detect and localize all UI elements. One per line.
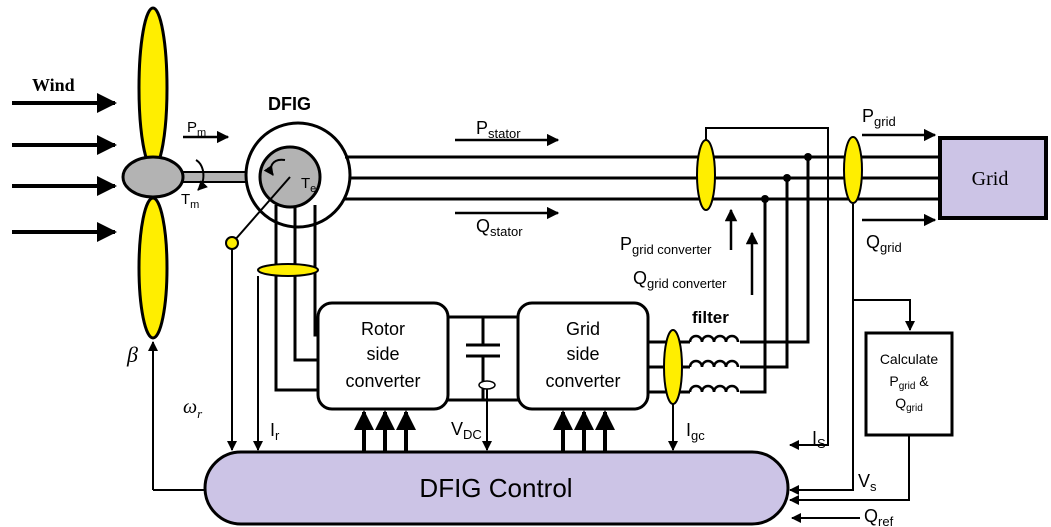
wind-label: Wind <box>32 75 75 95</box>
ir-label: Ir <box>270 420 280 443</box>
rotor-side-converter <box>316 301 450 411</box>
igc-label: Igc <box>686 420 705 443</box>
grid-side-connection <box>740 157 810 394</box>
beta-label: β <box>126 342 138 367</box>
tm-label: Tm <box>181 191 199 211</box>
p-stator-label: Pstator <box>476 118 521 141</box>
qref-label: Qref <box>864 506 894 527</box>
filter-inductors <box>688 334 740 393</box>
stator-lines <box>345 155 940 201</box>
turbine-hub <box>121 155 185 199</box>
turbine-blades <box>137 6 169 340</box>
upper-blade <box>137 6 169 170</box>
is-label: IS <box>812 428 826 451</box>
control-signal-arrows <box>354 410 615 452</box>
dfig-control-label: DFIG Control <box>419 473 572 503</box>
rotor-converter-line2: side <box>366 344 399 364</box>
wind-arrows <box>12 93 117 242</box>
dc-link <box>448 315 518 402</box>
grid-converter-line3: converter <box>545 371 620 391</box>
dfig-control-box <box>203 450 790 526</box>
te-label: Te <box>301 175 316 195</box>
grid-converter-line1: Grid <box>566 319 600 339</box>
grid-side-converter <box>516 301 650 411</box>
rotor-converter-line1: Rotor <box>361 319 405 339</box>
omega-label: ωr <box>183 396 203 421</box>
q-grid-converter-label: Qgrid converter <box>633 268 727 291</box>
vdc-label: VDC <box>451 419 482 442</box>
pm-label: Pm <box>187 119 206 139</box>
grid-box <box>938 136 1048 220</box>
q-stator-label: Qstator <box>476 216 523 239</box>
grid-label: Grid <box>972 168 1009 190</box>
vs-label: Vs <box>858 471 877 494</box>
speed-sensor <box>225 236 239 250</box>
rotor-converter-line3: converter <box>345 371 420 391</box>
grid-converter-line2: side <box>566 344 599 364</box>
filter-label: filter <box>692 308 729 327</box>
calculate-title: Calculate <box>880 351 939 367</box>
p-grid-label: Pgrid <box>862 106 896 129</box>
dfig-label: DFIG <box>268 94 311 114</box>
q-grid-label: Qgrid <box>866 232 902 255</box>
rotor-current-sensor <box>257 263 319 277</box>
lower-blade <box>137 196 169 340</box>
calculate-p: Pgrid & <box>889 373 929 392</box>
calculate-q: Qgrid <box>895 395 923 414</box>
dc-voltage-sensor <box>478 380 496 390</box>
converter-current-sensor <box>696 139 716 211</box>
igc-current-sensor <box>663 329 683 405</box>
rotor-lines <box>274 205 320 392</box>
p-grid-converter-label: Pgrid converter <box>620 234 712 257</box>
grid-current-sensor <box>843 136 863 204</box>
